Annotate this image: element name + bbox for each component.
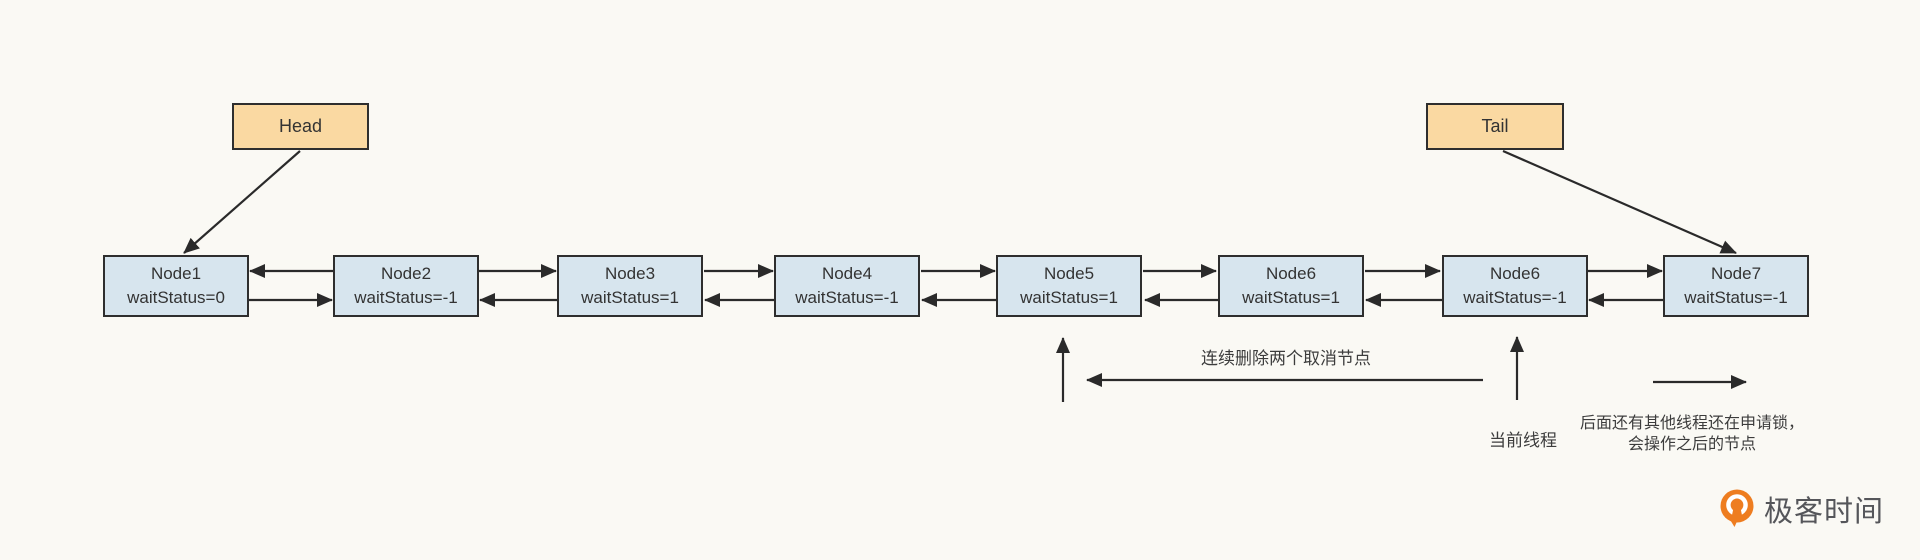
node-status: waitStatus=1 [1242, 288, 1340, 307]
node-title: Node4 [821, 264, 873, 283]
annotation-other-threads-line2: 会操作之后的节点 [1627, 436, 1757, 453]
annotation-current-thread: 当前线程 [1489, 431, 1557, 450]
node-box-6: Node6 waitStatus=1 [1218, 255, 1364, 317]
node-box-4: Node4 waitStatus=-1 [774, 255, 920, 317]
tail-pointer-label: Tail [1481, 116, 1509, 136]
node-title: Node6 [1265, 264, 1317, 283]
node-title: Node7 [1710, 264, 1762, 283]
node-title: Node6 [1489, 264, 1541, 283]
arrow-tail-to-node7 [1502, 149, 1737, 255]
node-status: waitStatus=-1 [354, 288, 458, 307]
node-box-3: Node3 waitStatus=1 [557, 255, 703, 317]
node-box-5: Node5 waitStatus=1 [996, 255, 1142, 317]
node-title: Node5 [1043, 264, 1095, 283]
node-status: waitStatus=0 [127, 288, 225, 307]
node-box-2: Node2 waitStatus=-1 [333, 255, 479, 317]
node-box-1: Node1 waitStatus=0 [103, 255, 249, 317]
tail-pointer-box: Tail [1426, 103, 1564, 150]
annotation-other-threads-line1: 后面还有其他线程还在申请锁， [1579, 415, 1805, 432]
annotation-other-threads: 后面还有其他线程还在申请锁， 会操作之后的节点 [1580, 413, 1804, 455]
node-box-7: Node7 waitStatus=-1 [1663, 255, 1809, 317]
node-box-6b: Node6 waitStatus=-1 [1442, 255, 1588, 317]
arrow-head-to-node1 [183, 150, 301, 254]
node-status: waitStatus=-1 [1684, 288, 1788, 307]
node-status: waitStatus=1 [581, 288, 679, 307]
node-title: Node1 [150, 264, 202, 283]
node-status: waitStatus=-1 [1463, 288, 1567, 307]
geektime-logo-text: 极客时间 [1764, 496, 1885, 528]
head-pointer-box: Head [232, 103, 369, 150]
annotation-delete-cancelled-nodes: 连续删除两个取消节点 [1201, 349, 1371, 368]
geektime-logo: 极客时间 [1719, 489, 1885, 528]
node-status: waitStatus=1 [1020, 288, 1118, 307]
geektime-pin-icon [1720, 489, 1754, 527]
head-pointer-label: Head [278, 116, 323, 136]
node-title: Node2 [380, 264, 432, 283]
node-status: waitStatus=-1 [795, 288, 899, 307]
node-title: Node3 [604, 264, 656, 283]
